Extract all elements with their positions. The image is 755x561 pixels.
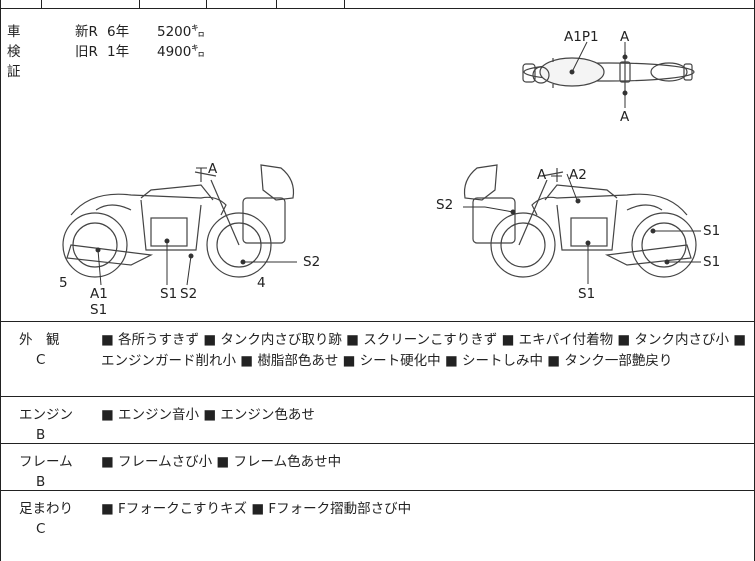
condition-notes: ■ フレームさび小 ■ フレーム色あせ中	[101, 454, 342, 470]
right-side-motorcycle	[463, 164, 697, 278]
label-a: A	[620, 109, 630, 125]
strip-divider	[344, 0, 345, 8]
condition-notes: ■ 各所うすきず ■ タンク内さび取り跡 ■ スクリーンこすりきず ■ エキパイ…	[101, 332, 746, 369]
label-a1p1: A1P1	[564, 29, 599, 45]
label-a: A	[208, 161, 218, 177]
section-frame: フレーム B ■ フレームさび小 ■ フレーム色あせ中	[1, 444, 754, 491]
label-4: 4	[257, 275, 266, 291]
label-s1: S1	[90, 302, 107, 318]
label-s1: S1	[578, 286, 595, 302]
label-s2: S2	[436, 197, 453, 213]
label-s1: S1	[160, 286, 177, 302]
category-grade: C	[36, 521, 46, 537]
strip-divider	[41, 0, 42, 8]
label-a: A	[620, 29, 630, 45]
label-a2: A2	[569, 167, 587, 183]
inspection-row: 新R 6年 5200㌔	[75, 20, 205, 40]
strip-divider	[276, 0, 277, 8]
section-category: エンジン B	[19, 405, 79, 445]
label-s1: S1	[703, 223, 720, 239]
strip-divider	[206, 0, 207, 8]
inspection-row: 旧R 1年 4900㌔	[75, 40, 205, 60]
inspection-type: 新R	[75, 24, 98, 40]
category-name: 外 観	[19, 332, 60, 348]
inspection-years: 1年	[107, 44, 130, 60]
category-grade: C	[36, 352, 46, 368]
label-5: 5	[59, 275, 68, 291]
label-s1: S1	[703, 254, 720, 270]
label-s2: S2	[303, 254, 320, 270]
motorcycle-diagram: A1P1 A A	[59, 29, 720, 318]
damage-diagram-area	[1, 9, 754, 322]
right-side-pointers	[463, 173, 701, 284]
left-side-motorcycle	[62, 164, 295, 278]
top-view-pointers	[569, 41, 628, 108]
left-side-pointers	[95, 167, 297, 286]
label-a1: A1	[90, 286, 108, 302]
section-engine: エンジン B ■ エンジン音小 ■ エンジン色あせ	[1, 397, 754, 444]
condition-notes: ■ エンジン音小 ■ エンジン色あせ	[101, 407, 315, 423]
inspection-years: 6年	[107, 24, 130, 40]
section-category: 外 観 C	[19, 330, 79, 370]
inspection-label: 車検証	[7, 24, 21, 80]
section-category: フレーム B	[19, 452, 79, 492]
inspection-distance: 4900㌔	[157, 44, 205, 60]
category-grade: B	[36, 427, 46, 443]
label-s2: S2	[180, 286, 197, 302]
condition-notes: ■ Fフォークこすりキズ ■ Fフォーク摺動部さび中	[101, 501, 412, 517]
category-name: 足まわり	[19, 501, 73, 517]
top-table-strip	[1, 0, 754, 9]
inspection-distance: 5200㌔	[157, 24, 205, 40]
label-a: A	[537, 167, 547, 183]
section-exterior: 外 観 C ■ 各所うすきず ■ タンク内さび取り跡 ■ スクリーンこすりきず …	[1, 322, 754, 397]
inspection-type: 旧R	[75, 44, 98, 60]
top-view-motorcycle	[522, 52, 695, 96]
section-category: 足まわり C	[19, 499, 79, 539]
category-name: エンジン	[19, 407, 73, 423]
category-grade: B	[36, 474, 46, 490]
section-suspension: 足まわり C ■ Fフォークこすりキズ ■ Fフォーク摺動部さび中	[1, 491, 754, 561]
strip-divider	[139, 0, 140, 8]
category-name: フレーム	[19, 454, 73, 470]
